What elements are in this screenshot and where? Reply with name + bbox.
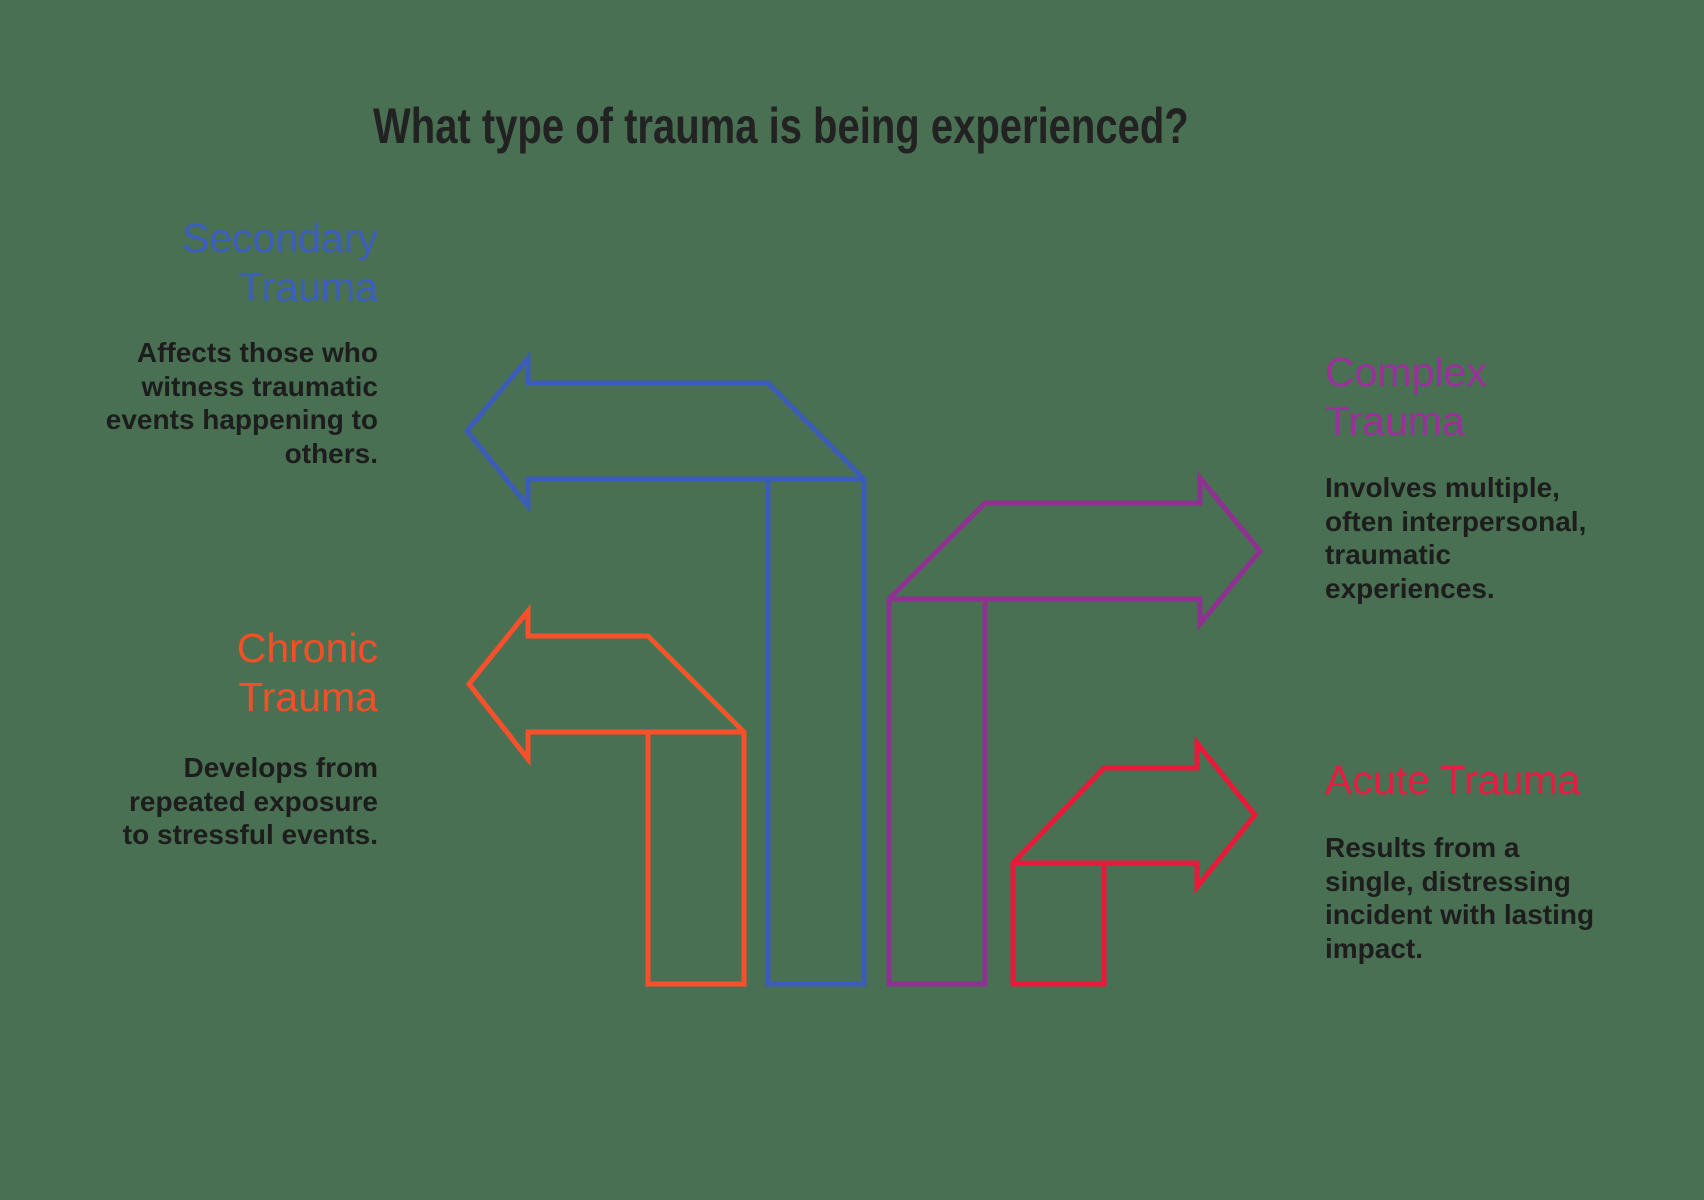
acute-trauma-title: Acute Trauma [1325,756,1580,805]
chronic-trauma-title: Chronic Trauma [237,624,378,722]
text-line: repeated exposure [129,785,378,817]
text-line: Trauma [1325,398,1465,444]
acute-trauma-description: Results from a single, distressing incid… [1325,831,1594,965]
text-line: often interpersonal, [1325,505,1587,537]
acute-trauma-arrow [1010,735,1259,987]
text-line: incident with lasting [1325,899,1595,930]
text-line: Chronic [236,625,378,671]
text-line: Affects those who [136,337,378,368]
text-line: Trauma [238,674,378,720]
complex-trauma-title: Complex Trauma [1325,348,1487,446]
page-title: What type of trauma is being experienced… [373,98,1189,154]
text-line: traumatic [1325,539,1452,570]
chronic-trauma-arrow [465,603,747,987]
text-line: to stressful events. [122,819,378,850]
text-line: single, distressing [1325,865,1571,897]
text-line: Develops from [183,752,379,783]
text-line: events happening to [105,404,378,435]
text-line: Results from a [1325,832,1520,863]
text-line: experiences. [1325,572,1495,604]
secondary-trauma-description: Affects those who witness traumatic even… [106,336,378,470]
chronic-trauma-description: Develops from repeated exposure to stres… [123,751,378,852]
text-line: witness traumatic [141,370,378,402]
secondary-trauma-arrow [463,351,867,987]
text-line: Involves multiple, [1325,472,1560,503]
text-line: impact. [1325,932,1424,964]
text-line: others. [284,437,378,469]
complex-trauma-description: Involves multiple, often interpersonal, … [1325,471,1586,605]
complex-trauma-arrow [886,471,1264,987]
text-line: Acute Trauma [1325,757,1581,803]
text-line: Secondary [181,215,378,261]
text-line: Complex [1325,349,1487,395]
text-line: Trauma [238,264,378,310]
secondary-trauma-title: Secondary Trauma [182,214,378,312]
